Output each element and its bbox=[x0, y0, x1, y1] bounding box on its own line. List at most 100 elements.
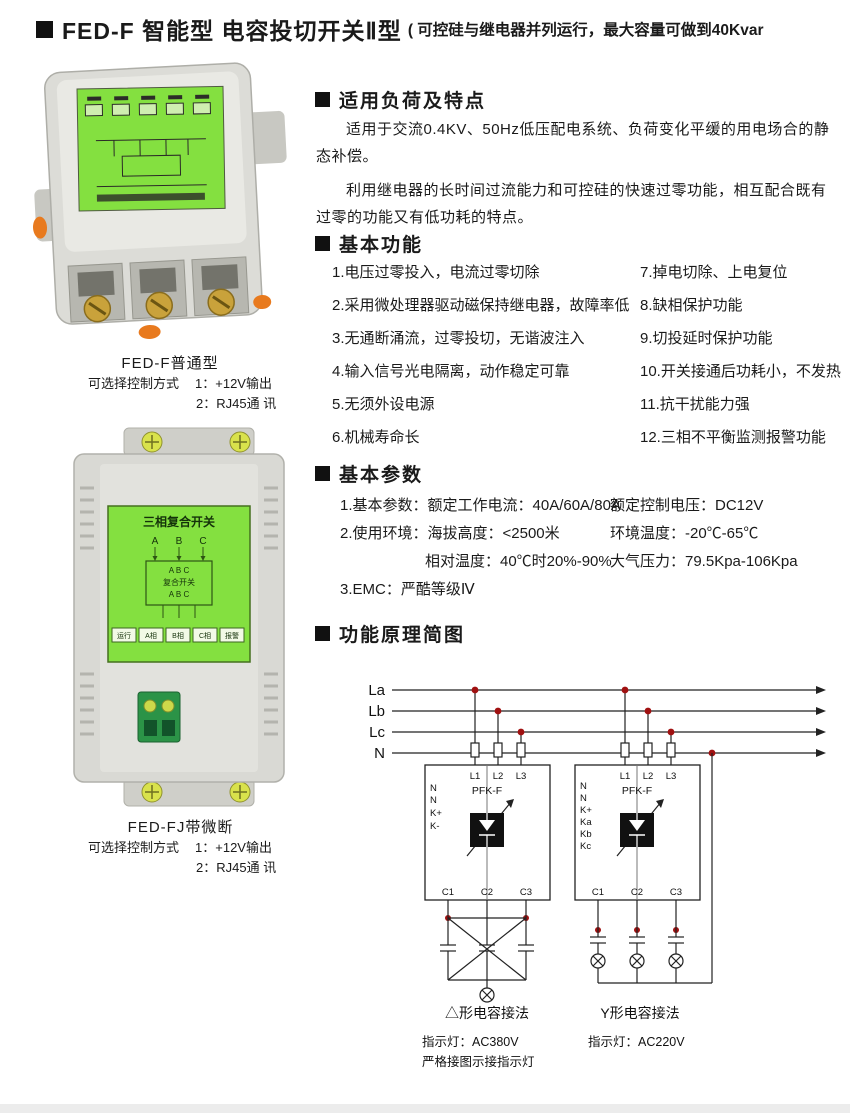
indicator-phase-a: A相 bbox=[145, 631, 157, 640]
block2-l2: L2 bbox=[643, 771, 654, 782]
block1-l1: L1 bbox=[470, 771, 481, 782]
delta-note-1: 指示灯：AC380V bbox=[422, 1034, 519, 1049]
block2-name: PFK-F bbox=[622, 785, 652, 797]
product1-caption: FED-F普通型 bbox=[121, 355, 219, 372]
function-item: 6.机械寿命长 bbox=[332, 429, 420, 446]
control-label: 可选择控制方式 bbox=[88, 376, 180, 391]
control-option-2: 2：RJ45通 讯 bbox=[196, 860, 277, 875]
panel-title: 三相复合开关 bbox=[143, 514, 215, 529]
functions-left-column: 1.电压过零投入，电流过零切除 2.采用微处理器驱动磁保持继电器，故障率低 3.… bbox=[332, 263, 637, 461]
y-capacitor-network bbox=[590, 753, 713, 984]
orange-clip-icon bbox=[138, 324, 161, 339]
mount-screws bbox=[141, 431, 251, 803]
schematic-heading: 功能原理简图 bbox=[339, 625, 466, 646]
block2-c1: C1 bbox=[592, 887, 604, 898]
function-item: 1.电压过零投入，电流过零切除 bbox=[332, 264, 540, 281]
block1-c1: C1 bbox=[442, 887, 454, 898]
param-right: 额定控制电压：DC12V bbox=[610, 497, 764, 514]
product2-caption: FED-FJ带微断 bbox=[127, 819, 234, 836]
product2-control-line2: 2：RJ45通 讯 bbox=[88, 858, 276, 878]
section-heading-features: 适用负荷及特点 bbox=[315, 86, 486, 113]
param-right: 大气压力：79.5Kpa-106Kpa bbox=[610, 553, 798, 570]
control-option-1: 1：+12V输出 bbox=[195, 376, 272, 391]
line-label-n: N bbox=[374, 745, 385, 762]
section-bullet-icon bbox=[315, 626, 330, 641]
control-label: 可选择控制方式 bbox=[88, 840, 180, 855]
product2-photo: 三相复合开关 A B C A B C 复合开关 A B C 运行 A相 B相 C… bbox=[73, 427, 285, 807]
section-bullet-icon bbox=[315, 92, 330, 107]
product1-control-line1: 可选择控制方式 1：+12V输出 bbox=[88, 374, 276, 394]
phase-arrows bbox=[154, 547, 204, 556]
switch-block-2: L1 L2 L3 PFK-F N N K+ Ka Kb Kc C1 C2 C3 bbox=[574, 764, 701, 901]
block1-l2: L2 bbox=[493, 771, 504, 782]
parameter-row: 3.EMC：严酷等级Ⅳ bbox=[340, 580, 798, 599]
block1-c3: C3 bbox=[520, 887, 532, 898]
phase-taps bbox=[474, 690, 672, 765]
title-bullet-icon bbox=[36, 20, 53, 38]
output-lines bbox=[162, 605, 196, 618]
indicator-alarm: 报警 bbox=[225, 631, 239, 640]
phase-b-label: B bbox=[176, 536, 183, 547]
block2-side-ka: Ka bbox=[580, 817, 592, 828]
param-right: 环境温度：-20℃-65℃ bbox=[610, 525, 759, 542]
indicator-phase-c: C相 bbox=[199, 631, 211, 640]
param-left: 相对温度：40℃时20%-90% bbox=[425, 553, 612, 570]
page-title: FED-F 智能型 电容投切开关Ⅱ型 bbox=[62, 18, 402, 44]
function-item: 7.掉电切除、上电复位 bbox=[640, 264, 788, 281]
terminal-row-marks bbox=[87, 94, 210, 101]
section-bullet-icon bbox=[315, 236, 330, 251]
section-heading-functions: 基本功能 bbox=[315, 230, 423, 257]
block1-side-kplus: K+ bbox=[430, 808, 442, 819]
section-heading-parameters: 基本参数 bbox=[315, 460, 423, 487]
indicator-row: 运行 A相 B相 C相 报警 bbox=[111, 627, 245, 643]
function-item: 11.抗干扰能力强 bbox=[640, 396, 750, 413]
parameters-body: 1.基本参数：额定工作电流：40A/60A/80A 额定控制电压：DC12V 2… bbox=[340, 496, 798, 608]
param-left: 2.使用环境：海拔高度：<2500米 bbox=[340, 525, 560, 542]
block2-side-n1: N bbox=[580, 781, 587, 792]
line-label-lb: Lb bbox=[368, 703, 385, 720]
orange-clip-icon bbox=[253, 295, 272, 310]
parameter-row: 1.基本参数：额定工作电流：40A/60A/80A 额定控制电压：DC12V bbox=[340, 496, 798, 515]
inner-mid-label: 复合开关 bbox=[163, 577, 195, 587]
param-left: 3.EMC：严酷等级Ⅳ bbox=[340, 581, 475, 598]
features-paragraph-2: 利用继电器的长时间过流能力和可控硅的快速过零功能，相互配合既有过零的功能又有低功… bbox=[316, 182, 827, 226]
block1-side-n2: N bbox=[430, 795, 437, 806]
block2-l3: L3 bbox=[666, 771, 677, 782]
y-connection-label: Y形电容接法 bbox=[600, 1005, 679, 1021]
fuse-icons bbox=[470, 742, 676, 758]
phase-c-label: C bbox=[199, 536, 206, 547]
line-label-lc: Lc bbox=[369, 724, 385, 741]
function-schematic-diagram: La Lb Lc N L1 L2 L3 PFK-F N bbox=[368, 682, 826, 1069]
phase-a-label: A bbox=[152, 536, 159, 547]
function-item: 2.采用微处理器驱动磁保持继电器，故障率低 bbox=[332, 297, 630, 314]
inner-bottom-label: A B C bbox=[169, 590, 190, 599]
inner-top-label: A B C bbox=[169, 566, 190, 575]
function-item: 10.开关接通后功耗小，不发热 bbox=[640, 363, 841, 380]
product1-control-line2: 2：RJ45通 讯 bbox=[88, 394, 276, 414]
device2-terminal-block bbox=[137, 691, 181, 743]
function-item: 3.无通断涌流，过零投切，无谐波注入 bbox=[332, 330, 585, 347]
delta-capacitor-network bbox=[440, 900, 534, 1003]
phase-bus-lines bbox=[392, 689, 816, 754]
function-item: 4.输入信号光电隔离，动作稳定可靠 bbox=[332, 363, 570, 380]
din-clip-icon bbox=[244, 110, 287, 165]
line-label-la: La bbox=[368, 682, 385, 699]
features-body: 适用于交流0.4KV、50Hz低压配电系统、负荷变化平缓的用电场合的静态补偿。 … bbox=[316, 116, 836, 231]
functions-heading: 基本功能 bbox=[339, 235, 424, 256]
device2-green-panel: 三相复合开关 A B C A B C 复合开关 A B C 运行 A相 B相 C… bbox=[107, 505, 251, 663]
phase-arrowheads bbox=[152, 556, 206, 561]
block1-side-n1: N bbox=[430, 783, 437, 794]
block1-side-kminus: K- bbox=[430, 821, 440, 832]
delta-note-2: 严格接图示接指示灯 bbox=[422, 1054, 535, 1069]
parameters-heading: 基本参数 bbox=[339, 465, 424, 486]
label-circuit-sketch bbox=[95, 138, 207, 188]
terminal-blocks bbox=[84, 102, 211, 117]
block2-c2: C2 bbox=[631, 887, 643, 898]
switch-block-1: L1 L2 L3 PFK-F N N K+ K- C1 C2 C3 bbox=[424, 764, 551, 901]
label-text-bar bbox=[96, 192, 205, 202]
terminal-bays bbox=[67, 256, 250, 323]
bus-arrowheads bbox=[816, 686, 826, 757]
features-paragraph-1: 适用于交流0.4KV、50Hz低压配电系统、负荷变化平缓的用电场合的静态补偿。 bbox=[316, 121, 830, 165]
indicator-phase-b: B相 bbox=[172, 631, 184, 640]
